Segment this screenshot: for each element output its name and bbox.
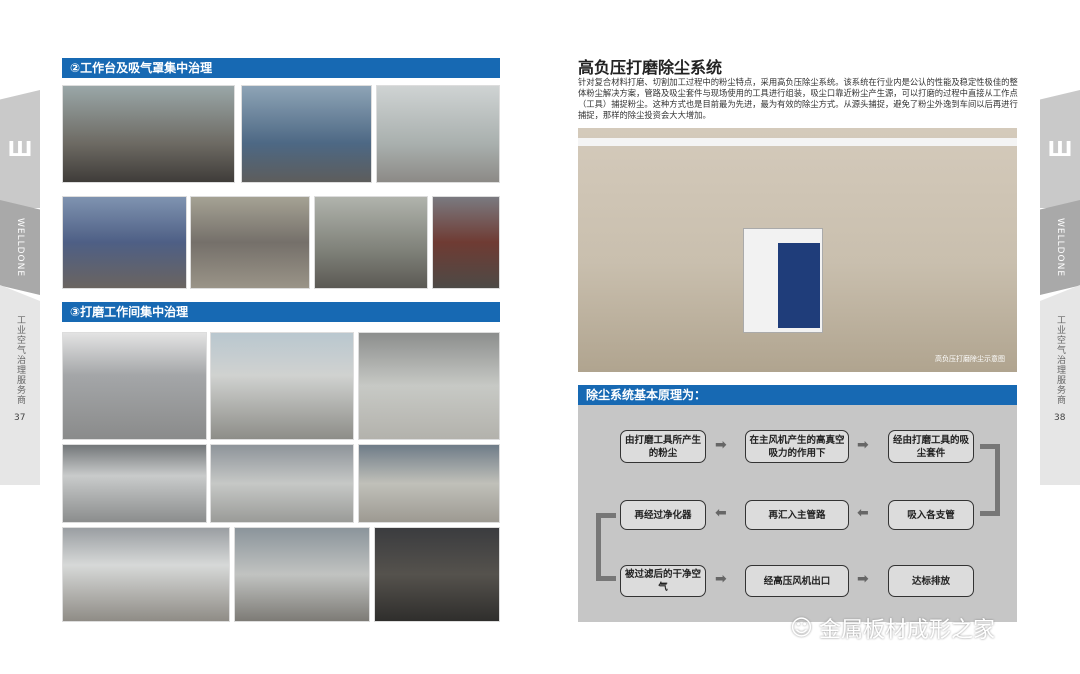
flow-step-2: 在主风机产生的高真空吸力的作用下 xyxy=(745,430,849,463)
photo-booth-8 xyxy=(234,527,370,622)
flow-step-4: 吸入各支管 xyxy=(888,500,974,530)
page-title: 高负压打磨除尘系统 xyxy=(578,58,723,77)
slogan-text: 工业空气治理服务商 xyxy=(15,315,25,405)
flow-step-5: 再汇入主管路 xyxy=(745,500,849,530)
photo-booth-2 xyxy=(210,332,354,440)
arrow-left-icon: ⬅ xyxy=(715,505,727,521)
arrow-right-icon: ➡ xyxy=(715,571,727,587)
intro-paragraph: 针对复合材料打磨、切割加工过程中的粉尘特点，采用高负压除尘系统。该系统在行业内是… xyxy=(578,77,1018,120)
photo-workbench-1 xyxy=(62,85,235,183)
wechat-icon: ☺ xyxy=(790,615,813,641)
photo-booth-6 xyxy=(358,444,500,523)
image-caption: 高负压打磨除尘示意图 xyxy=(935,355,1005,363)
section3-header: ③打磨工作间集中治理 xyxy=(62,302,500,322)
side-tab-slogan: 工业空气治理服务商 37 xyxy=(0,285,40,485)
side-tab-slogan-right: 工业空气治理服务商 38 xyxy=(1040,285,1080,485)
side-tab-brand-right: WELLDONE xyxy=(1040,200,1080,295)
connector-left xyxy=(596,513,616,581)
photo-workshop-2 xyxy=(190,196,310,289)
watermark: ☺ 金属板材成形之家 xyxy=(790,612,995,644)
photo-hood xyxy=(376,85,500,183)
section2-header: ②工作台及吸气罩集中治理 xyxy=(62,58,500,78)
photo-booth-4 xyxy=(62,444,207,523)
arrow-right-icon: ➡ xyxy=(857,571,869,587)
flow-step-7: 被过滤后的干净空气 xyxy=(620,565,706,597)
flow-step-3: 经由打磨工具的吸尘套件 xyxy=(888,430,974,463)
connector-right xyxy=(980,444,1000,516)
side-tab-logo: Ш xyxy=(0,90,40,208)
watermark-text: 金属板材成形之家 xyxy=(818,618,995,643)
photo-booth-7 xyxy=(62,527,230,622)
side-tab-logo-right: Ш xyxy=(1040,90,1080,208)
arrow-right-icon: ➡ xyxy=(715,437,727,453)
photo-booth-3 xyxy=(358,332,500,440)
arrow-left-icon: ⬅ xyxy=(857,505,869,521)
photo-booth-5 xyxy=(210,444,354,523)
slogan-text: 工业空气治理服务商 xyxy=(1055,315,1065,405)
flow-step-8: 经高压风机出口 xyxy=(745,565,849,597)
principle-header: 除尘系统基本原理为： xyxy=(578,385,1017,405)
photo-workshop-3 xyxy=(314,196,428,289)
photo-workshop-4 xyxy=(432,196,500,289)
page-number-left: 37 xyxy=(14,413,26,423)
brand-text: WELLDONE xyxy=(15,217,25,278)
photo-booth-1 xyxy=(62,332,207,440)
arrow-right-icon: ➡ xyxy=(857,437,869,453)
photo-workshop-1 xyxy=(62,196,187,289)
logo-icon: Ш xyxy=(7,137,33,161)
logo-icon: Ш xyxy=(1047,137,1073,161)
flow-step-1: 由打磨工具所产生的粉尘 xyxy=(620,430,706,463)
side-tab-brand: WELLDONE xyxy=(0,200,40,295)
flow-step-6: 再经过净化器 xyxy=(620,500,706,530)
page-number-right: 38 xyxy=(1054,413,1066,423)
flow-step-9: 达标排放 xyxy=(888,565,974,597)
photo-booth-9 xyxy=(374,527,500,622)
photo-workbench-2 xyxy=(241,85,372,183)
system-diagram-image: 高负压打磨除尘示意图 xyxy=(578,128,1017,372)
brand-text: WELLDONE xyxy=(1055,217,1065,278)
